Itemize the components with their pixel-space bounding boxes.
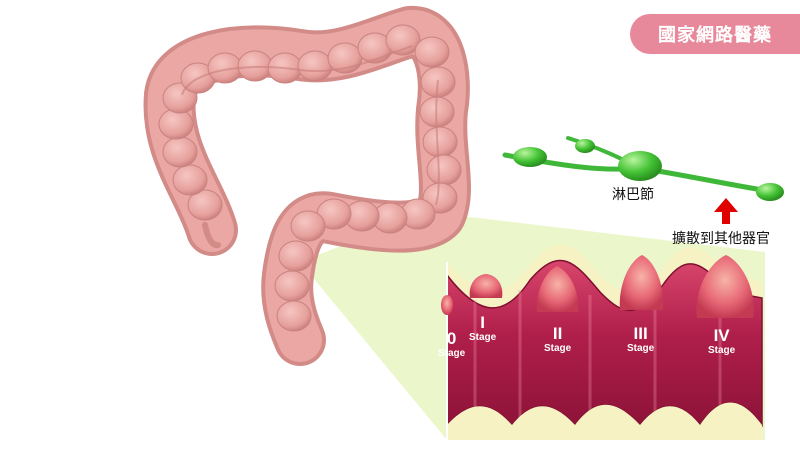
stage-label-0: 0 Stage <box>438 330 465 359</box>
stage-label-3: III Stage <box>627 325 654 354</box>
stage-numeral: III <box>633 324 648 343</box>
stage-numeral: I <box>480 313 485 332</box>
tumor-stage-3 <box>619 255 664 310</box>
colon-segment <box>290 210 326 242</box>
tumor-stage-1 <box>469 274 503 298</box>
stage-word: Stage <box>469 332 497 343</box>
lymph-node-label: 淋巴節 <box>612 187 654 203</box>
lymph-node <box>756 183 784 201</box>
tumor-stage-2 <box>536 266 579 312</box>
colon-segment <box>276 300 312 332</box>
colon-segment <box>187 189 223 221</box>
colon-segment <box>162 136 198 168</box>
stage-label-4: IV Stage <box>708 327 735 356</box>
stage-word: Stage <box>544 343 572 354</box>
lymph-node <box>513 147 547 167</box>
stage-numeral: 0 <box>446 329 457 348</box>
colon-segment <box>414 36 450 68</box>
stage-label-2: II Stage <box>544 325 571 354</box>
spread-label: 擴散到其他器官 <box>672 231 770 247</box>
colon-illustration <box>143 6 471 366</box>
stage-numeral: II <box>552 324 563 343</box>
lymph-node <box>618 151 662 181</box>
colon-segment <box>297 50 333 82</box>
lymph-node <box>575 139 595 153</box>
colon-segment <box>158 108 194 140</box>
tumors <box>441 255 754 318</box>
colon-segment <box>385 24 421 56</box>
brand-badge: 國家網路醫藥 <box>630 14 800 54</box>
colon-segment <box>274 270 310 302</box>
colon-haustra <box>158 24 462 332</box>
colon-segment <box>172 164 208 196</box>
colon-segment <box>422 126 458 158</box>
stage-numeral: IV <box>713 326 730 345</box>
colon-segment <box>426 154 462 186</box>
colon-cross-section <box>446 244 763 440</box>
stage-word: Stage <box>438 348 466 359</box>
tumor-stage-0 <box>441 295 453 315</box>
colon-segment <box>278 240 314 272</box>
stage-word: Stage <box>708 345 736 356</box>
spread-arrow <box>714 198 738 224</box>
stage-word: Stage <box>627 343 655 354</box>
stage-label-1: I Stage <box>469 314 496 343</box>
lymph-vessels <box>502 136 784 201</box>
tumor-stage-4 <box>696 255 754 318</box>
